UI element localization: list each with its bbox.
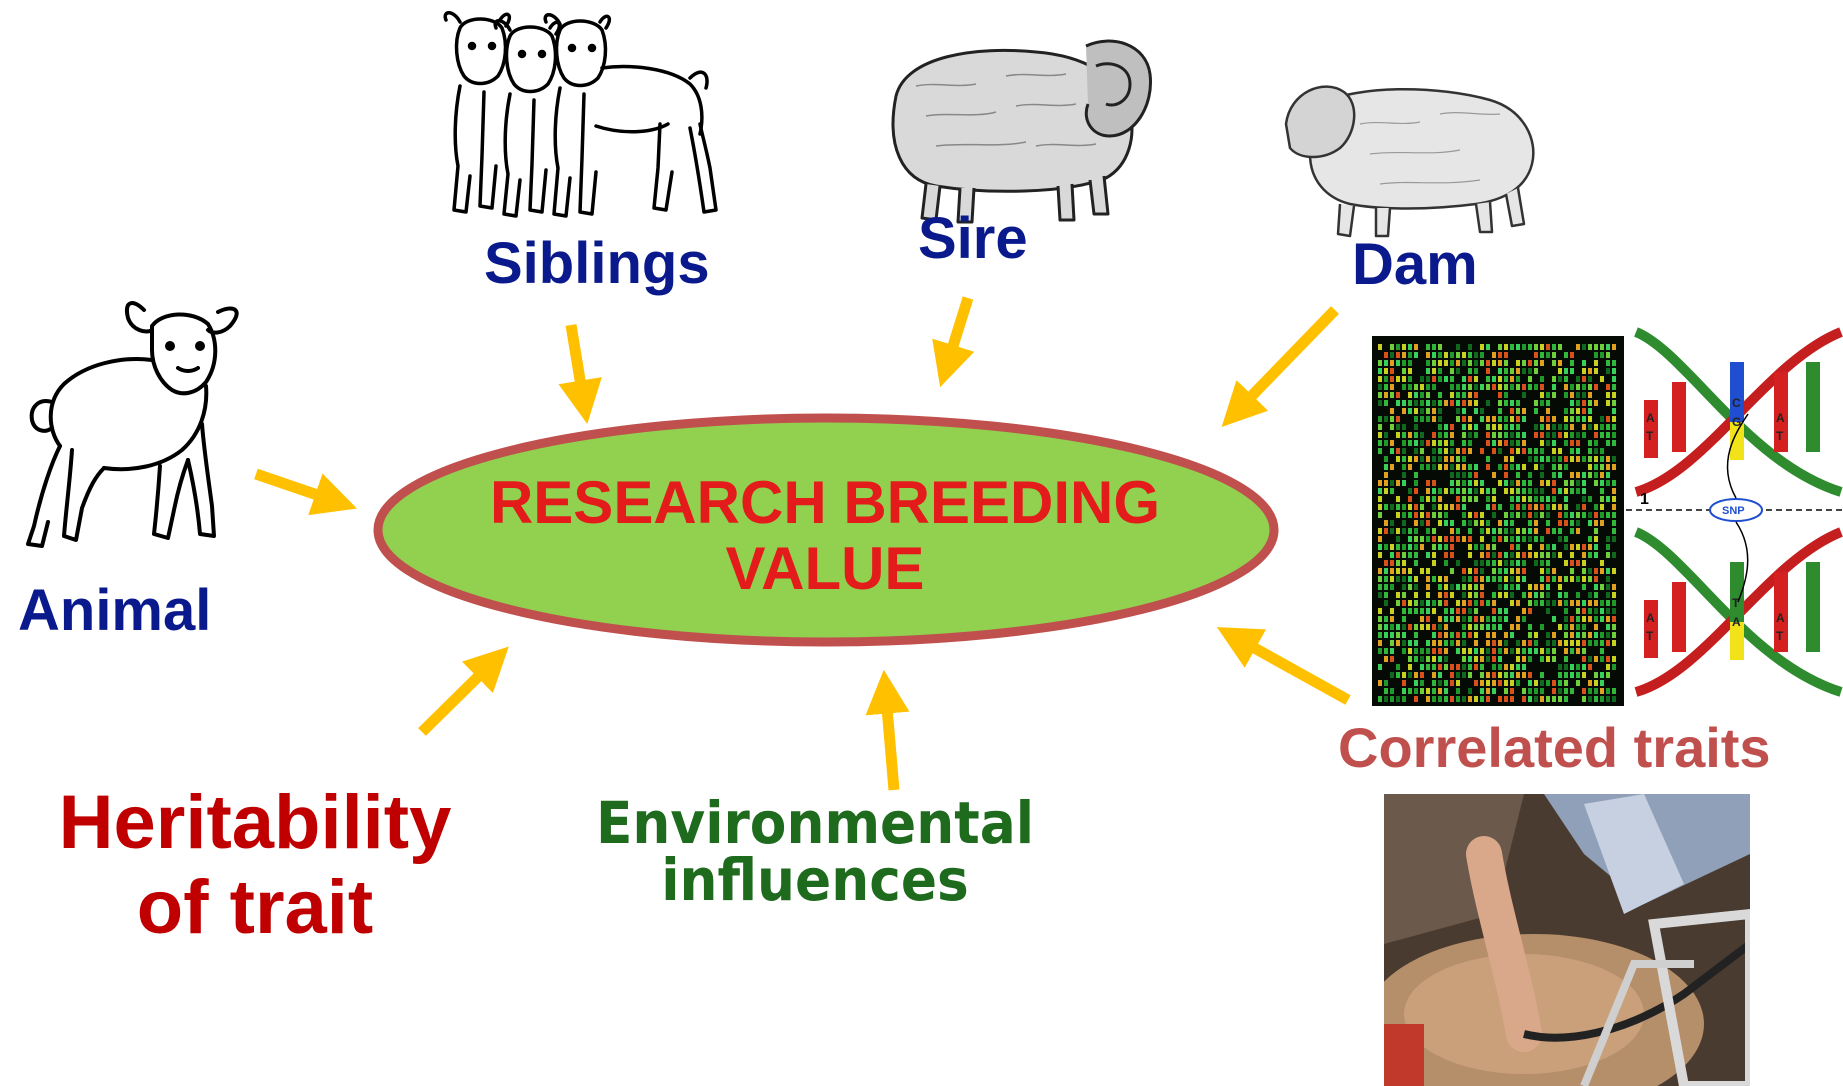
dna-index: 1	[1640, 491, 1649, 508]
dna-base: T	[1732, 596, 1740, 610]
dna-base: A	[1646, 411, 1655, 425]
arrow-environmental	[865, 669, 910, 791]
lamb-icon	[26, 301, 239, 548]
label-animal: Animal	[18, 578, 212, 643]
label-siblings: Siblings	[484, 231, 710, 296]
dna-base: T	[1776, 629, 1784, 643]
ewe-icon	[1284, 85, 1535, 238]
dna-base: G	[1732, 415, 1741, 429]
arrow-dam	[1221, 306, 1339, 427]
arrow-siblings	[558, 324, 602, 425]
microarray-image	[1372, 336, 1624, 706]
label-heritability: Heritability of trait	[0, 780, 510, 950]
sheep-handling-photo	[1384, 794, 1750, 1086]
label-correlated-traits: Correlated traits	[1338, 716, 1771, 779]
ram-icon	[866, 26, 1166, 236]
center-title-line2: VALUE	[725, 535, 925, 602]
dna-helix-image: A T C G A T A T T A A T 1 SNP	[1626, 322, 1843, 706]
label-environmental: Environmental influences	[580, 789, 1049, 914]
dna-base: C	[1732, 396, 1741, 410]
dna-base: T	[1646, 429, 1654, 443]
label-heritability-line2: of trait	[136, 865, 374, 951]
center-title-line1: RESEARCH BREEDING	[489, 469, 1161, 536]
center-title: RESEARCH BREEDING VALUE	[430, 470, 1220, 602]
label-dam: Dam	[1352, 232, 1478, 297]
dna-base: T	[1646, 629, 1654, 643]
label-sire: Sire	[918, 206, 1028, 271]
dna-base: A	[1732, 615, 1741, 629]
dna-base: A	[1776, 411, 1785, 425]
label-environmental-line2: influences	[661, 845, 969, 914]
arrow-animal	[254, 468, 357, 516]
label-heritability-line1: Heritability	[58, 780, 452, 865]
arrow-heritability	[418, 646, 509, 736]
snp-label: SNP	[1722, 505, 1745, 517]
dna-base: A	[1646, 611, 1655, 625]
siblings-lambs-icon	[443, 11, 718, 218]
arrow-sire	[932, 296, 975, 388]
dna-base: A	[1776, 611, 1785, 625]
label-environmental-line1: Environmental	[595, 789, 1035, 857]
arrow-correlated	[1216, 627, 1351, 705]
center-ellipse	[373, 413, 1279, 647]
dna-base: T	[1776, 429, 1784, 443]
